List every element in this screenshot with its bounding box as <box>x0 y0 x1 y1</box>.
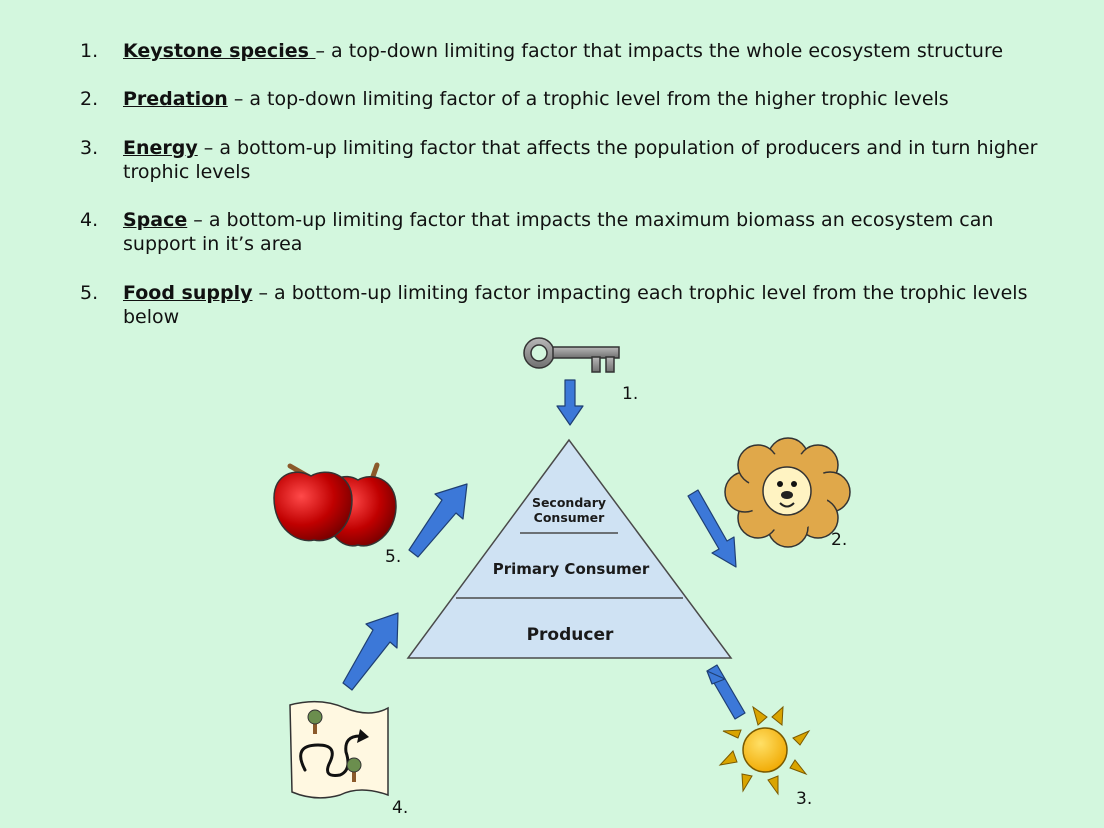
term-predation: Predation <box>123 88 228 110</box>
label-map: 4. <box>392 798 408 818</box>
label-lion: 2. <box>831 530 847 550</box>
term-description: – a top-down limiting factor that impact… <box>315 40 1004 62</box>
pyramid-shape <box>406 438 733 659</box>
label-apples: 5. <box>385 547 401 567</box>
tier-secondary-consumer-line2: Consumer <box>534 510 606 525</box>
pyramid: Secondary Consumer Primary Consumer Prod… <box>406 438 733 659</box>
arrow-icon <box>706 670 726 685</box>
arrow-icon <box>342 612 399 691</box>
arrow-icon <box>408 483 468 558</box>
lion-icon <box>724 437 851 548</box>
term-keystone-species: Keystone species <box>123 40 316 62</box>
term-description: – a top-down limiting factor of a trophi… <box>227 88 949 110</box>
term-description: – a bottom-up limiting factor that impac… <box>123 209 994 255</box>
tier-secondary-consumer-line1: Secondary <box>532 495 606 510</box>
arrow-icon <box>556 379 584 426</box>
term-space: Space <box>123 209 188 231</box>
list-number: 5. <box>80 282 99 304</box>
list-number: 3. <box>80 137 99 159</box>
tier-primary-consumer: Primary Consumer <box>493 560 650 578</box>
key-icon <box>523 337 620 373</box>
label-key: 1. <box>622 384 638 404</box>
map-icon <box>289 700 389 799</box>
label-sun: 3. <box>796 789 812 809</box>
list-number: 2. <box>80 88 99 110</box>
term-food-supply: Food supply <box>123 282 253 304</box>
list-number: 1. <box>80 40 99 62</box>
apple-icon <box>273 462 397 547</box>
sun-icon <box>718 705 811 796</box>
term-description: – a bottom-up limiting factor impacting … <box>123 282 1028 328</box>
term-description: – a bottom-up limiting factor that affec… <box>123 137 1038 183</box>
arrow-icon <box>687 489 737 568</box>
tier-producer: Producer <box>527 625 614 645</box>
list-number: 4. <box>80 209 99 231</box>
term-energy: Energy <box>123 137 198 159</box>
